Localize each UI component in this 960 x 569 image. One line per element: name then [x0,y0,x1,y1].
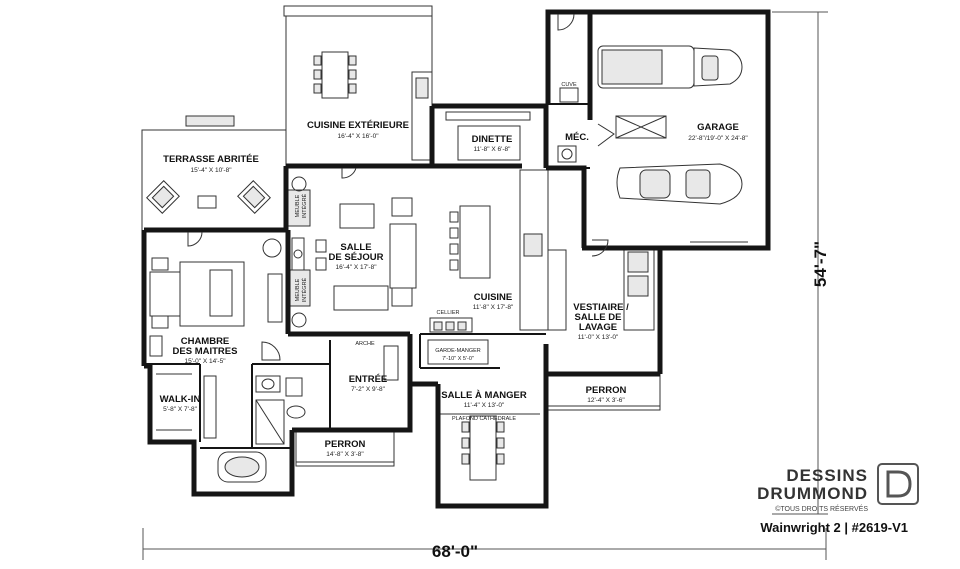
garage-area: GARAGE 22'-8"/19'-0" X 24'-8" [597,45,748,243]
side-porch-size: 12'-4" X 3'-6" [587,397,625,404]
mech-tank-label: CUVE [561,82,577,88]
builtin-top-line2: INTÉGRÉ [301,193,308,218]
front-porch: PERRON 14'-8" X 3'-8" [295,431,395,467]
outdoor-kitchen-name: CUISINE EXTÉRIEURE [307,120,409,131]
entry-area: ARCHE GARDE-MANGER 7'-10" X 5'-0" ENTRÉE… [330,335,489,393]
model-name: Wainwright 2 | #2619-V1 [760,520,908,535]
brand-line1: DESSINS [786,466,868,485]
dinette-size: 11'-8" X 6'-8" [474,146,512,153]
terrace-chair-right [237,180,271,214]
laundry-size: 11'-0" X 13'-0" [578,334,619,341]
entry-size: 7'-2" X 9'-8" [351,386,386,393]
pantry-size: 7'-10" X 5'-0" [442,356,474,362]
laundry-area: VESTIAIRE / SALLE DE LAVAGE 11'-0" X 13'… [547,247,655,341]
living-room: MEUBLE INTÉGRÉ MEUBLE INTÉGRÉ SALLE DE S… [287,176,417,328]
front-porch-size: 14'-8" X 3'-8" [326,451,364,458]
arch-label: ARCHE [355,341,375,347]
brand-line2: DRUMMOND [757,484,868,503]
front-porch-name: PERRON [325,439,366,450]
laundry-line2: SALLE DE [575,312,622,323]
depth-dimension-label: 54'-7" [811,241,830,287]
master-line2: DES MAITRES [173,346,238,357]
garage-name: GARAGE [697,122,739,133]
interior-walls [144,103,590,449]
terrace-chair-left [146,180,180,214]
brand-logo: DESSINS DRUMMOND ©TOUS DROITS RÉSERVÉS [757,463,919,513]
walkin-name: WALK-IN [160,394,201,405]
living-name-line2: DE SÉJOUR [329,252,384,263]
pantry-name: GARDE-MANGER [435,348,481,354]
laundry-line1: VESTIAIRE / [573,302,629,313]
outdoor-kitchen-size: 16'-4" X 16'-0" [337,133,379,140]
builtin-top-line1: MEUBLE [295,194,301,217]
builtin-bottom-line1: MEUBLE [295,278,301,301]
walkin-size: 5'-8" X 7'-8" [163,406,198,413]
dining-size: 11'-4" X 13'-0" [464,402,505,409]
kitchen-size: 11'-8" X 17'-8" [473,304,514,311]
laundry-line3: LAVAGE [579,322,617,333]
garage-car [616,163,743,205]
width-dimension-label: 68'-0" [432,542,478,561]
overall-depth-dimension: 54'-7" [772,11,830,515]
garage-size: 22'-8"/19'-0" X 24'-8" [688,135,748,142]
side-porch-name: PERRON [586,385,627,396]
kitchen-cellar-label: CELLIER [437,310,460,316]
dinette-area: BANC DINETTE 11'-8" X 6'-8" [445,104,531,161]
side-porch: PERRON 12'-4" X 3'-6" [545,373,661,411]
master-size: 15'-0" X 14'-5" [184,358,226,365]
garage-truck [597,45,743,89]
dining-ceiling: PLAFOND CATHÉDRALE [452,415,516,422]
mech-name: MÉC. [565,132,589,143]
builtin-bottom-line2: INTÉGRÉ [301,277,308,302]
living-size: 16'-4" X 17'-8" [335,264,377,271]
living-name-line1: SALLE [340,242,371,253]
master-bedroom: CHAMBRE DES MAITRES 15'-0" X 14'-5" [149,238,283,365]
exterior-walls [141,9,771,509]
brand-rights: ©TOUS DROITS RÉSERVÉS [775,504,868,513]
entry-name: ENTRÉE [349,374,388,385]
kitchen-name: CUISINE [474,292,513,303]
master-line1: CHAMBRE [181,336,230,347]
door-swings [187,13,615,361]
dinette-name: DINETTE [472,134,513,145]
dining-name: SALLE À MANGER [441,390,527,401]
terrace-name: TERRASSE ABRITÉE [163,154,259,165]
outdoor-kitchen-area: CUISINE EXTÉRIEURE 16'-4" X 16'-0" [283,5,433,166]
walkin-and-bath: WALK-IN 5'-8" X 7'-8" [156,373,306,483]
overall-width-dimension: 68'-0" [142,528,827,561]
dining-room: SALLE À MANGER 11'-4" X 13'-0" PLAFOND C… [438,390,540,481]
mechanical-room: CUVE MÉC. [557,82,589,163]
terrace-size: 15'-4" X 10'-8" [190,167,232,174]
kitchen-area: CELLIER CUISINE 11'-8" X 17'-8" [429,169,549,333]
terrace-area: TERRASSE ABRITÉE 15'-4" X 10'-8" [141,115,286,232]
